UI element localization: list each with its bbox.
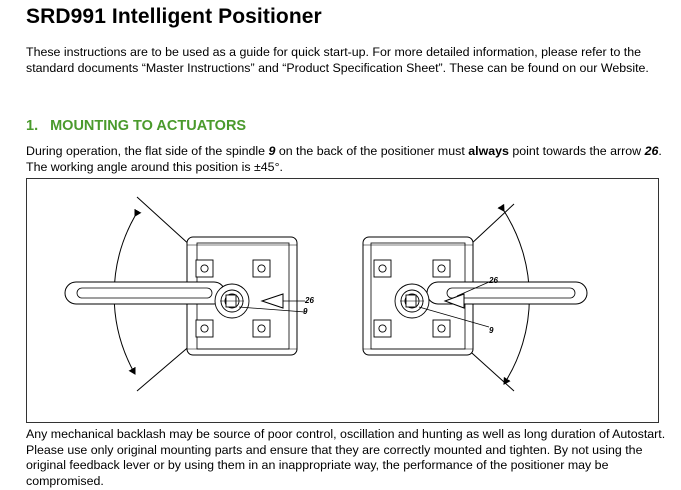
right-label-9: 9	[489, 326, 494, 335]
left-label-26: 26	[304, 296, 314, 305]
left-label-9: 9	[303, 307, 308, 316]
right-arrow-26	[443, 293, 465, 309]
right-spindle	[394, 283, 430, 319]
left-positioner	[64, 196, 306, 392]
operation-paragraph: During operation, the flat side of the s…	[26, 144, 666, 175]
mounting-diagram: 26 9	[64, 196, 588, 392]
section-title: MOUNTING TO ACTUATORS	[50, 118, 247, 134]
left-lever-slot	[76, 287, 213, 299]
right-label-26: 26	[488, 276, 498, 285]
left-bolt	[195, 259, 271, 338]
right-positioner	[362, 203, 588, 392]
operation-text-2: on the back of the positioner must	[275, 144, 469, 158]
section-number: 1.	[26, 118, 39, 134]
backlash-warning-paragraph: Any mechanical backlash may be source of…	[26, 427, 666, 488]
operation-text-4: . The working angle around this position…	[26, 144, 662, 174]
always-emphasis: always	[468, 144, 509, 158]
operation-text-1: During operation, the flat side of the s…	[26, 144, 269, 158]
section-heading: 1. MOUNTING TO ACTUATORS	[26, 118, 246, 134]
page-title: SRD991 Intelligent Positioner	[26, 5, 322, 28]
arrow-reference: 26	[644, 144, 659, 158]
intro-paragraph: These instructions are to be used as a g…	[26, 45, 649, 75]
right-bolt	[373, 259, 451, 338]
spindle-reference: 9	[268, 144, 276, 158]
mounting-figure: 26 9	[26, 178, 659, 423]
operation-text-3: point towards the arrow	[508, 144, 645, 158]
left-spindle	[214, 283, 250, 319]
right-lever-slot	[446, 287, 576, 299]
